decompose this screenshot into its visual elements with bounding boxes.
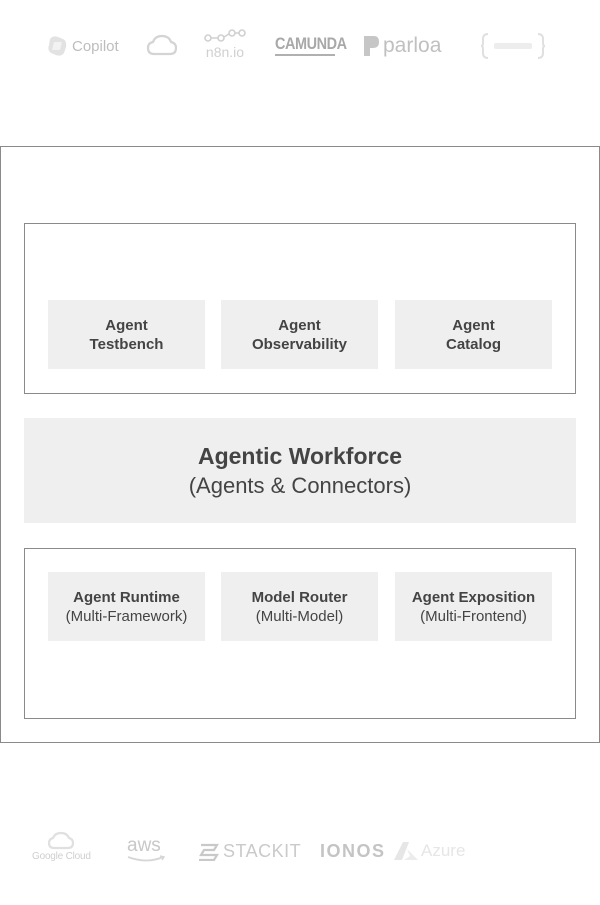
agentic-workforce-title: Agentic Workforce <box>197 442 403 469</box>
copilot-logo: Copilot <box>45 32 119 60</box>
aws-logo: aws <box>127 835 167 867</box>
bracket-icon <box>480 33 546 59</box>
model-router-box: Model Router (Multi-Model) <box>221 572 378 641</box>
agent-exposition-box: Agent Exposition (Multi-Frontend) <box>395 572 552 641</box>
copilot-icon <box>48 36 67 56</box>
azure-logo: Azure <box>393 839 465 863</box>
google-cloud-logo-text: Google Cloud <box>32 851 91 862</box>
aws-icon <box>127 855 166 862</box>
parloa-logo: parloa <box>362 33 441 59</box>
partner-logos-top: Copilot n8n.io CAMUNDA parloa <box>0 0 600 95</box>
aws-logo-text: aws <box>127 835 161 856</box>
ionos-logo: IONOS <box>320 839 386 863</box>
cloud-icon <box>146 34 178 56</box>
agent-runtime-title: Agent Runtime <box>73 588 180 606</box>
camunda-logo: CAMUNDA <box>275 34 359 58</box>
ionos-logo-text: IONOS <box>320 840 386 861</box>
azure-icon <box>394 842 418 860</box>
parloa-logo-text: parloa <box>383 34 442 57</box>
n8n-icon <box>204 29 246 42</box>
google-cloud-logo: Google Cloud <box>32 831 91 873</box>
n8n-logo-text: n8n.io <box>205 44 245 60</box>
stackit-logo-text: STACKIT <box>223 840 302 861</box>
agent-observability-title: Agent <box>278 316 321 334</box>
agentic-workforce-box: Agentic Workforce (Agents & Connectors) <box>24 418 576 523</box>
azure-logo-text: Azure <box>421 841 466 860</box>
agent-observability-box: Agent Observability <box>221 300 378 369</box>
stackit-icon <box>199 843 219 861</box>
copilot-logo-text: Copilot <box>72 37 119 55</box>
agent-testbench-box: Agent Testbench <box>48 300 205 369</box>
agent-runtime-subtitle: (Multi-Framework) <box>65 607 188 625</box>
agent-exposition-title: Agent Exposition <box>411 588 536 606</box>
agent-catalog-subtitle: Catalog <box>445 335 501 353</box>
agent-catalog-title: Agent <box>452 316 495 334</box>
n8n-logo: n8n.io <box>203 28 247 64</box>
agent-catalog-box: Agent Catalog <box>395 300 552 369</box>
partner-logos-bottom: Google Cloud aws STACKIT IONOS Azure <box>0 815 600 885</box>
cloud-logo <box>146 32 178 60</box>
camunda-logo-text: CAMUNDA <box>275 34 347 53</box>
camunda-underline <box>275 54 335 56</box>
stackit-logo: STACKIT <box>198 837 301 865</box>
model-router-subtitle: (Multi-Model) <box>255 607 344 625</box>
agent-testbench-subtitle: Testbench <box>89 335 164 353</box>
agent-observability-subtitle: Observability <box>251 335 348 353</box>
bracket-logo <box>480 31 546 61</box>
agentic-workforce-subtitle: (Agents & Connectors) <box>188 472 412 498</box>
agent-testbench-title: Agent <box>105 316 148 334</box>
parloa-icon <box>364 36 379 56</box>
model-router-title: Model Router <box>251 588 348 606</box>
agent-runtime-box: Agent Runtime (Multi-Framework) <box>48 572 205 641</box>
agent-exposition-subtitle: (Multi-Frontend) <box>420 607 527 625</box>
google-cloud-icon <box>48 831 75 850</box>
